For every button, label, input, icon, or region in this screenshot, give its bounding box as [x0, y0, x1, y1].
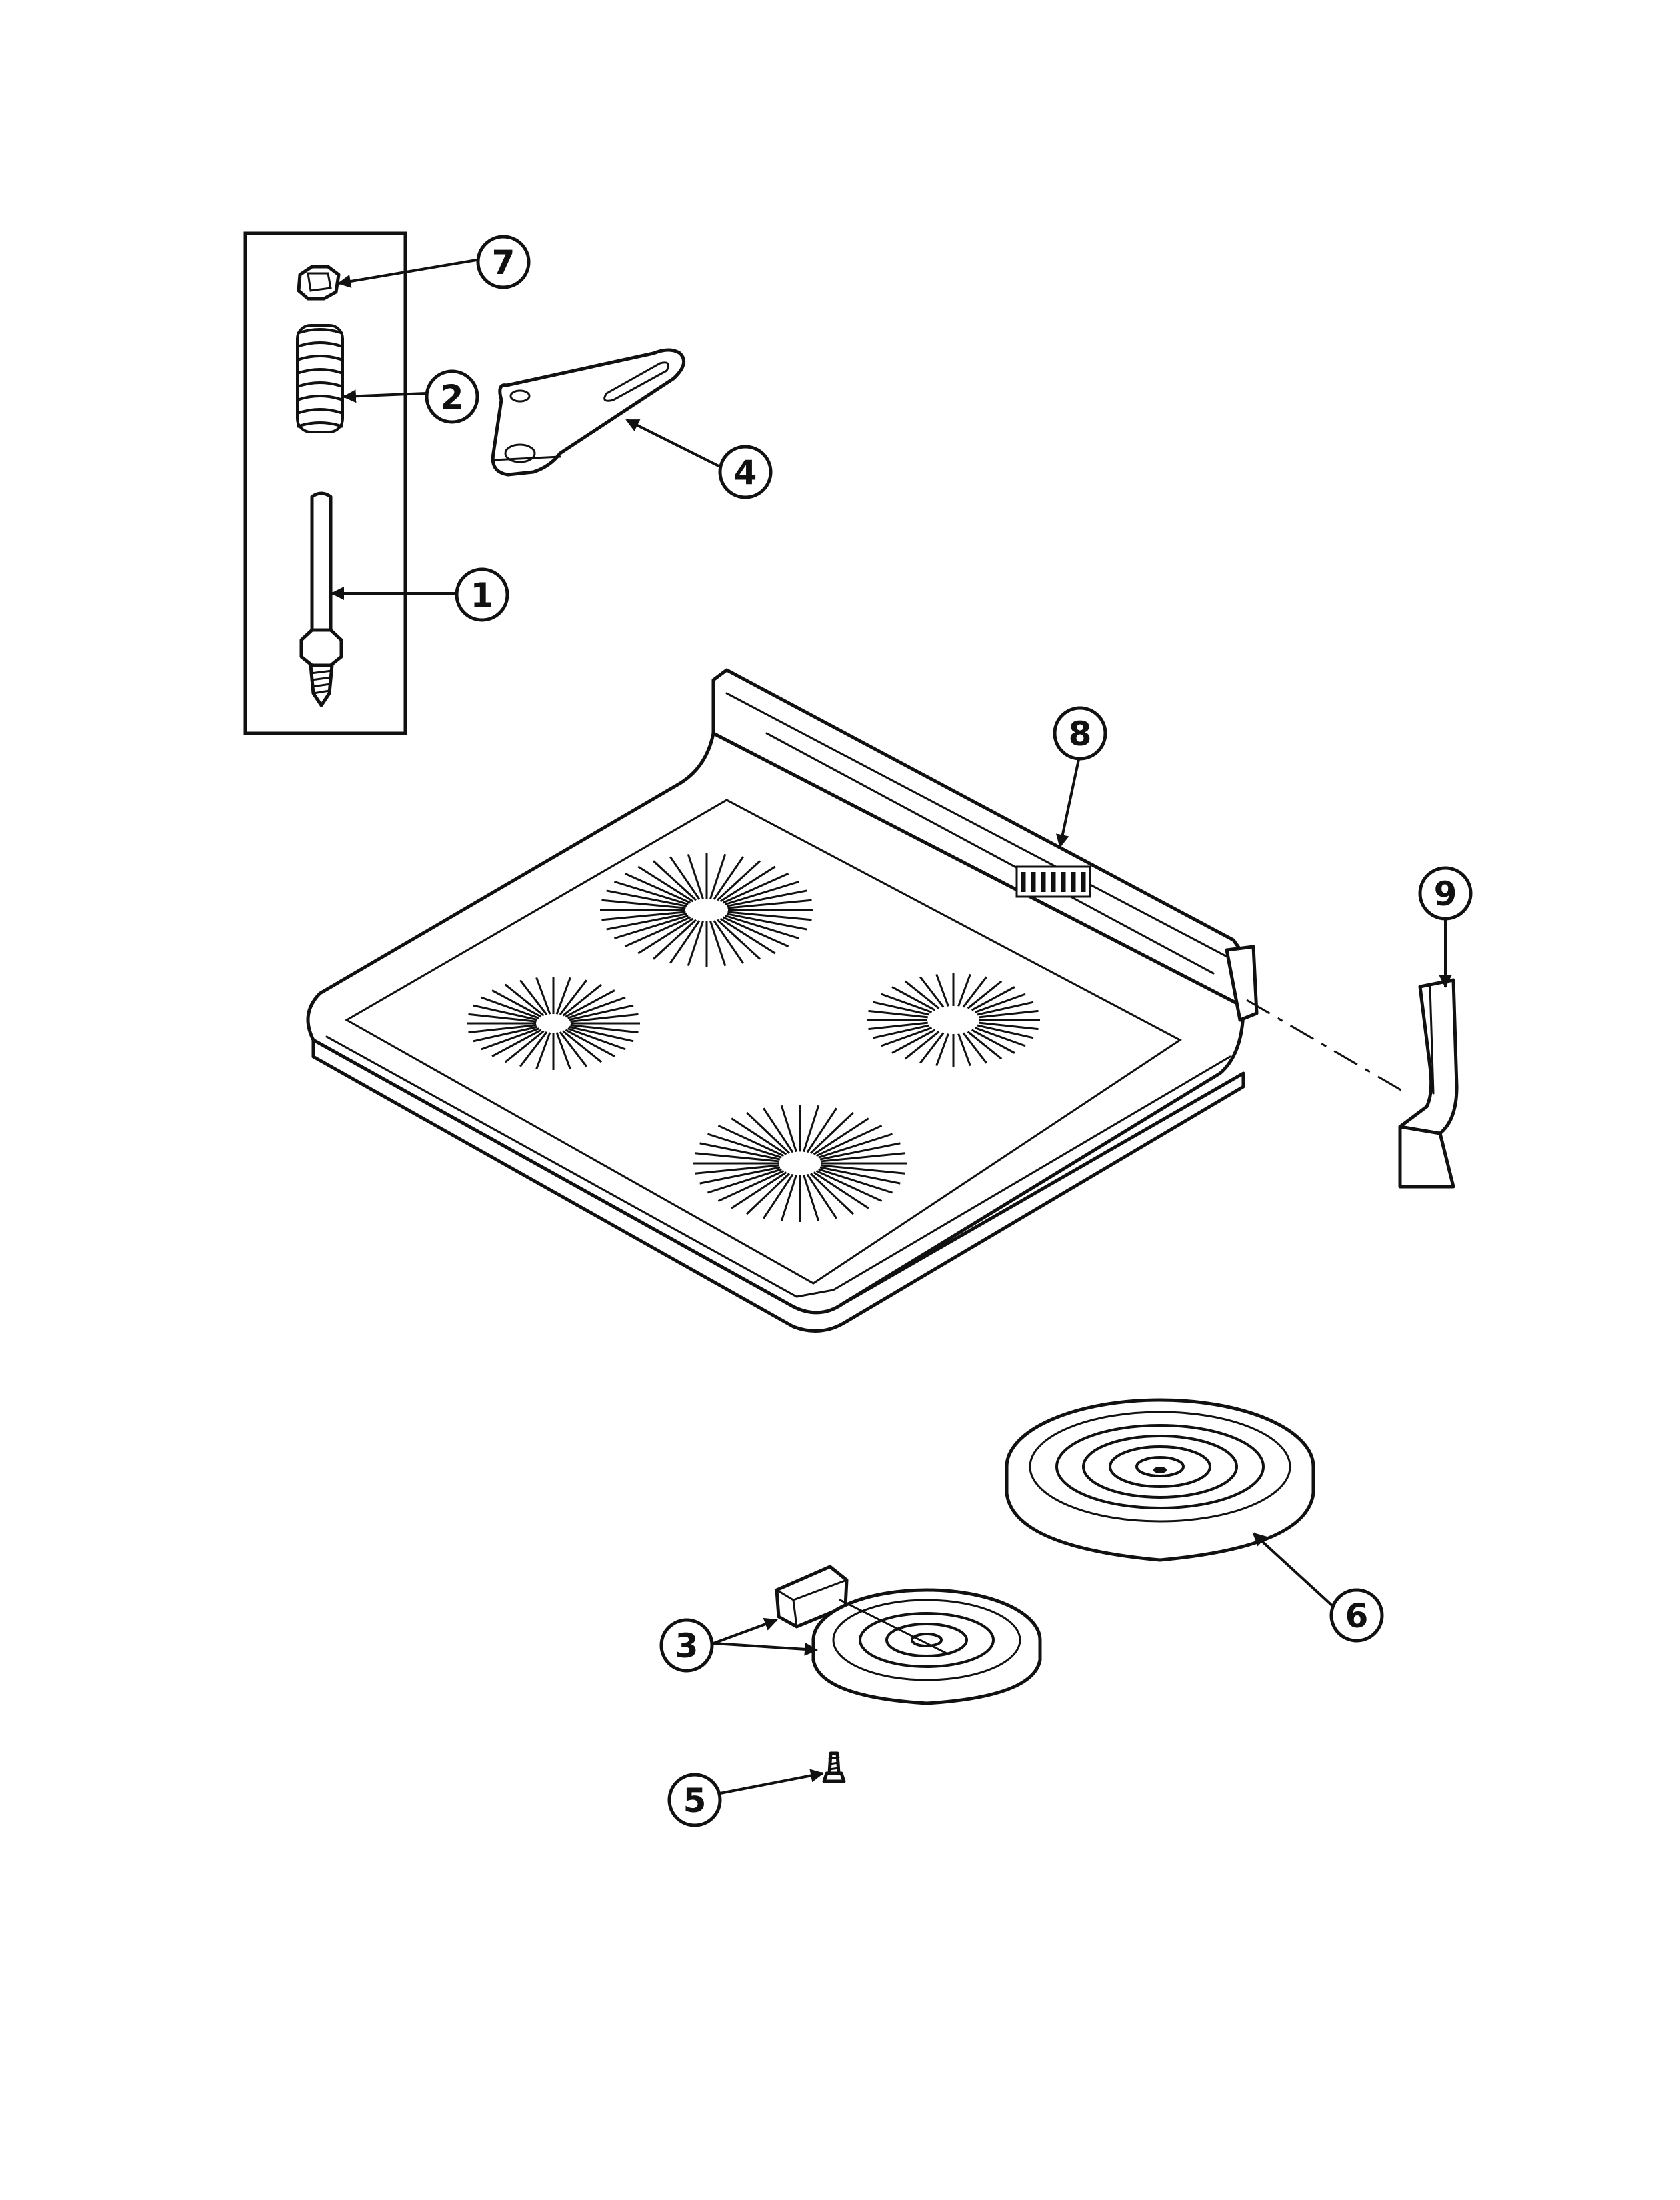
leader-6 — [1252, 1532, 1335, 1608]
part-6-large-surface-element — [1005, 1398, 1315, 1562]
callout-3: 3 — [659, 1618, 714, 1673]
callout-8: 8 — [1053, 706, 1107, 761]
burner-marking-back-right — [867, 973, 1040, 1067]
burner-marking-front-right — [693, 1105, 907, 1222]
part-8-cooktop — [306, 668, 1259, 1333]
callout-5: 5 — [667, 1773, 722, 1827]
burner-markings — [467, 853, 1040, 1222]
inset-box — [243, 231, 407, 735]
callout-9: 9 — [1418, 866, 1473, 921]
leader-2 — [343, 389, 427, 403]
svg-text:4: 4 — [734, 453, 757, 492]
burner-marking-front-left — [467, 977, 640, 1070]
part-1-leveling-leg — [299, 491, 343, 707]
svg-text:9: 9 — [1434, 875, 1457, 913]
part-5-screw — [822, 1751, 846, 1783]
leader-3b — [713, 1642, 818, 1656]
leader-3a — [713, 1617, 778, 1645]
part-2-spring — [296, 324, 344, 433]
callout-4: 4 — [718, 445, 773, 499]
part-7-nut — [297, 265, 341, 301]
part-3-small-surface-element — [775, 1565, 1042, 1705]
burner-marking-back-left — [600, 853, 813, 967]
svg-text:1: 1 — [471, 576, 494, 615]
callout-6: 6 — [1329, 1588, 1384, 1643]
part-4-bracket — [491, 348, 686, 477]
callout-2: 2 — [425, 369, 479, 424]
callout-1: 1 — [455, 567, 509, 622]
leader-7 — [337, 259, 477, 288]
leader-8 — [1055, 753, 1081, 848]
svg-text:7: 7 — [492, 243, 515, 282]
callout-7: 7 — [476, 235, 531, 289]
leader-4 — [625, 419, 721, 468]
part-9-end-cap — [1398, 978, 1459, 1189]
svg-text:6: 6 — [1345, 1597, 1369, 1635]
svg-text:2: 2 — [441, 378, 464, 417]
svg-text:8: 8 — [1069, 715, 1092, 753]
svg-text:5: 5 — [683, 1781, 707, 1820]
leader-5 — [719, 1769, 824, 1795]
svg-text:3: 3 — [675, 1627, 699, 1665]
assembly-line — [1246, 999, 1407, 1095]
